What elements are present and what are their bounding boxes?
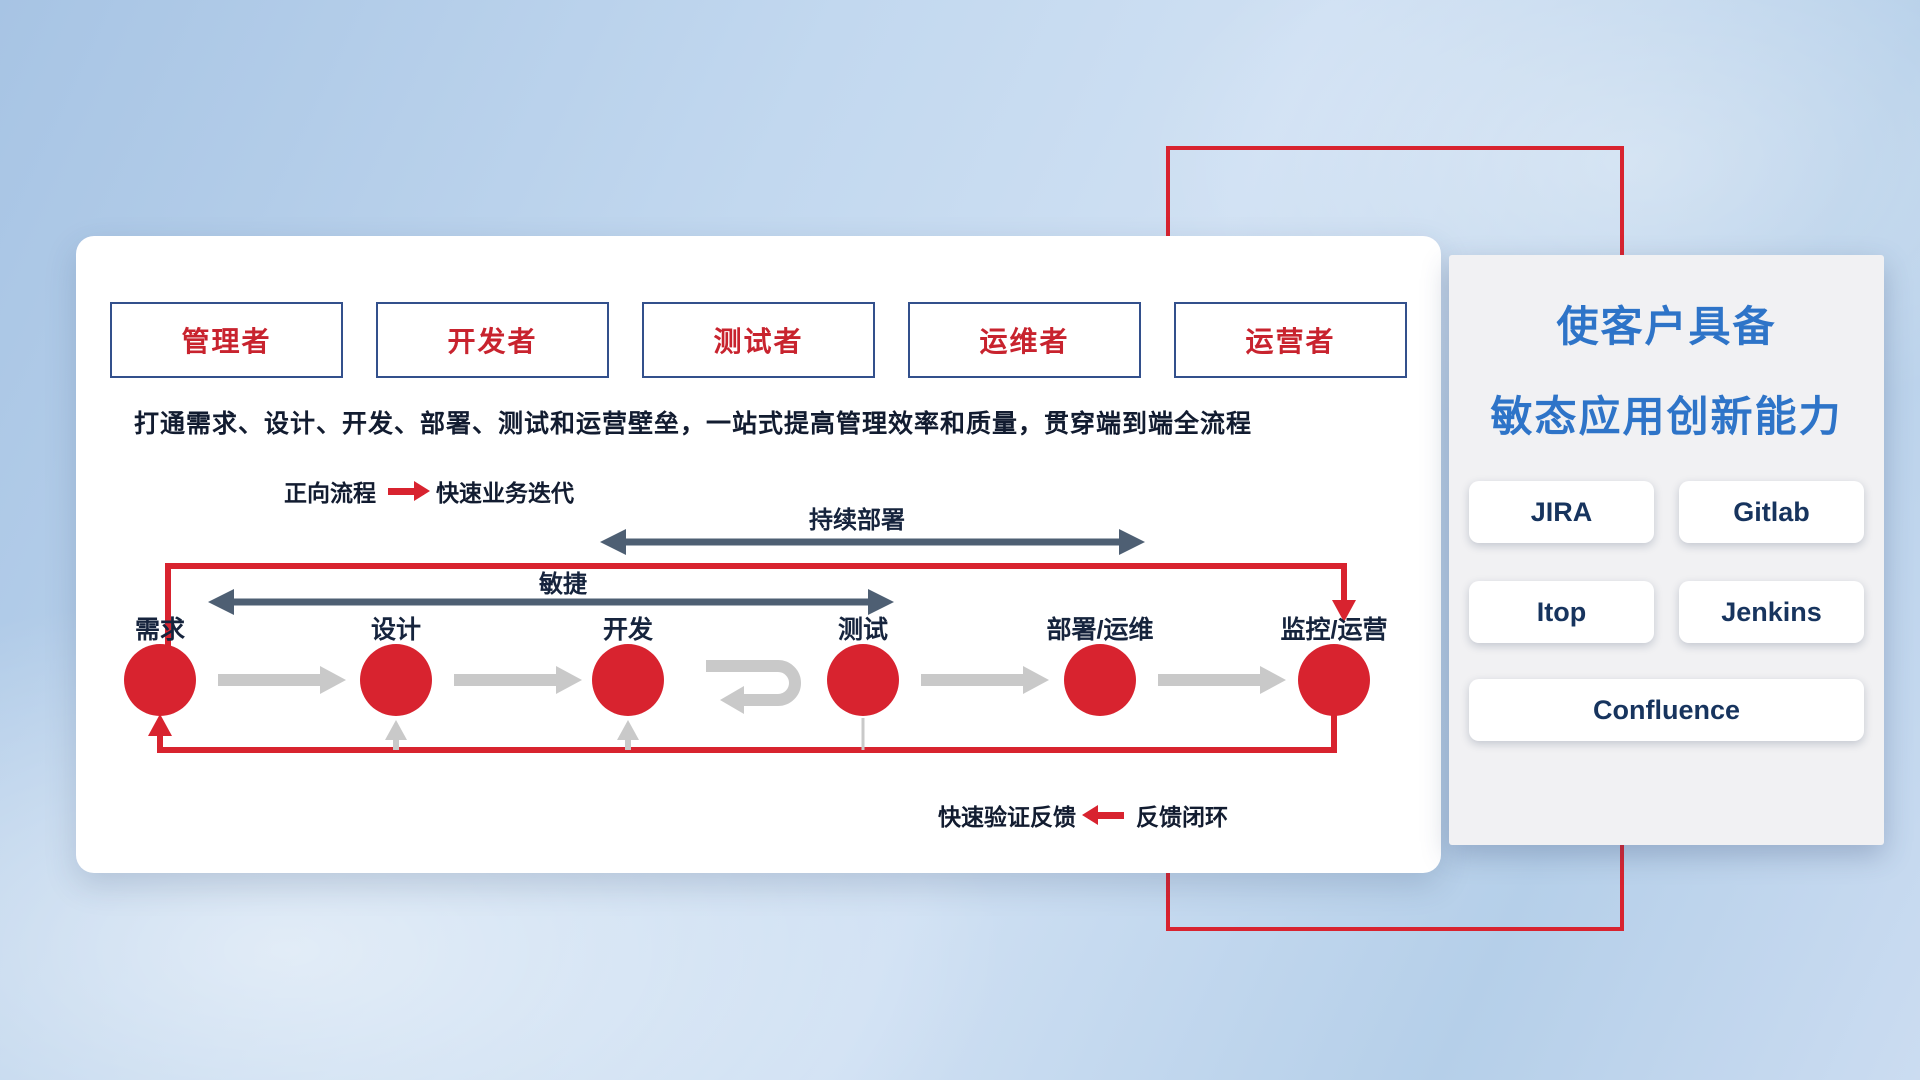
forward-flow-legend: 正向流程 快速业务迭代 (284, 474, 574, 508)
role-box-manager: 管理者 (110, 302, 343, 378)
stage-label-deploy-ops: 部署/运维 (1047, 615, 1154, 644)
role-box-tester: 测试者 (642, 302, 875, 378)
role-box-operator: 运维者 (908, 302, 1141, 378)
feedback-label: 反馈闭环 (1136, 804, 1228, 830)
devops-flow-panel: 管理者 开发者 测试者 运维者 运营者 打通需求、设计、开发、部署、测试和运营壁… (76, 236, 1441, 873)
feedback-branch-dev-arrowhead-icon (617, 720, 639, 740)
forward-flow-caption: 快速业务迭代 (436, 480, 574, 506)
panel-description: 打通需求、设计、开发、部署、测试和运营壁垒，一站式提高管理效率和质量，贯穿端到端… (134, 410, 1253, 438)
forward-flow-arrow-icon (388, 480, 430, 501)
feedback-loop-arrowhead-icon (148, 714, 172, 736)
tool-chip-confluence: Confluence (1469, 679, 1864, 741)
stage-label-monitor-ops: 监控/运营 (1281, 616, 1388, 644)
feedback-caption: 快速验证反馈 (938, 804, 1076, 830)
stage-node-monitor-ops (1298, 644, 1370, 716)
step-arrow-4-head-icon (1023, 666, 1049, 694)
side-panel-title-line2: 敏态应用创新能力 (1490, 393, 1843, 440)
agile-right-arrowhead-icon (868, 589, 894, 615)
dev-test-iteration-arrow-icon (706, 660, 801, 706)
feedback-branch-design-arrowhead-icon (385, 720, 407, 740)
stage-node-develop (592, 644, 664, 716)
continuous-deploy-label: 持续部署 (809, 506, 905, 534)
continuous-deploy-right-arrowhead-icon (1119, 529, 1145, 555)
feedback-legend: 快速验证反馈 反馈闭环 (938, 798, 1228, 832)
feedback-arrow-icon (1082, 804, 1124, 825)
stage-label-test: 测试 (838, 616, 888, 644)
stage-node-deploy-ops (1064, 644, 1136, 716)
role-boxes-row: 管理者 开发者 测试者 运维者 运营者 (110, 302, 1407, 378)
step-arrow-1-head-icon (320, 666, 346, 694)
agile-left-arrowhead-icon (208, 589, 234, 615)
side-panel-title-line1: 使客户具备 (1556, 303, 1777, 350)
tool-chip-gitlab: Gitlab (1679, 481, 1864, 543)
dev-test-iteration-arrowhead-icon (720, 686, 744, 714)
feedback-loop-line (157, 714, 1337, 753)
stage-label-design: 设计 (371, 616, 421, 644)
forward-flow-label: 正向流程 (284, 480, 376, 506)
role-box-developer: 开发者 (376, 302, 609, 378)
tool-chip-jenkins: Jenkins (1679, 581, 1864, 643)
capability-side-panel: 使客户具备 敏态应用创新能力 JIRA Gitlab Itop Jenkins … (1449, 255, 1884, 845)
stage-node-requirements (124, 644, 196, 716)
forward-loop-arrowhead-icon (1332, 600, 1356, 622)
stage-label-requirements: 需求 (135, 616, 185, 644)
flow-diagram: 持续部署 敏捷 需求 设计 开发 测试 部署/运维 监控/运营 (124, 506, 1388, 753)
tool-chip-itop: Itop (1469, 581, 1654, 643)
stage-node-test (827, 644, 899, 716)
stage-label-develop: 开发 (603, 615, 653, 644)
continuous-deploy-left-arrowhead-icon (600, 529, 626, 555)
step-arrow-2-head-icon (556, 666, 582, 694)
role-box-business: 运营者 (1174, 302, 1407, 378)
forward-loop-line (165, 563, 1347, 646)
tool-chip-jira: JIRA (1469, 481, 1654, 543)
step-arrow-5-head-icon (1260, 666, 1286, 694)
stage-node-design (360, 644, 432, 716)
agile-label: 敏捷 (538, 571, 587, 598)
